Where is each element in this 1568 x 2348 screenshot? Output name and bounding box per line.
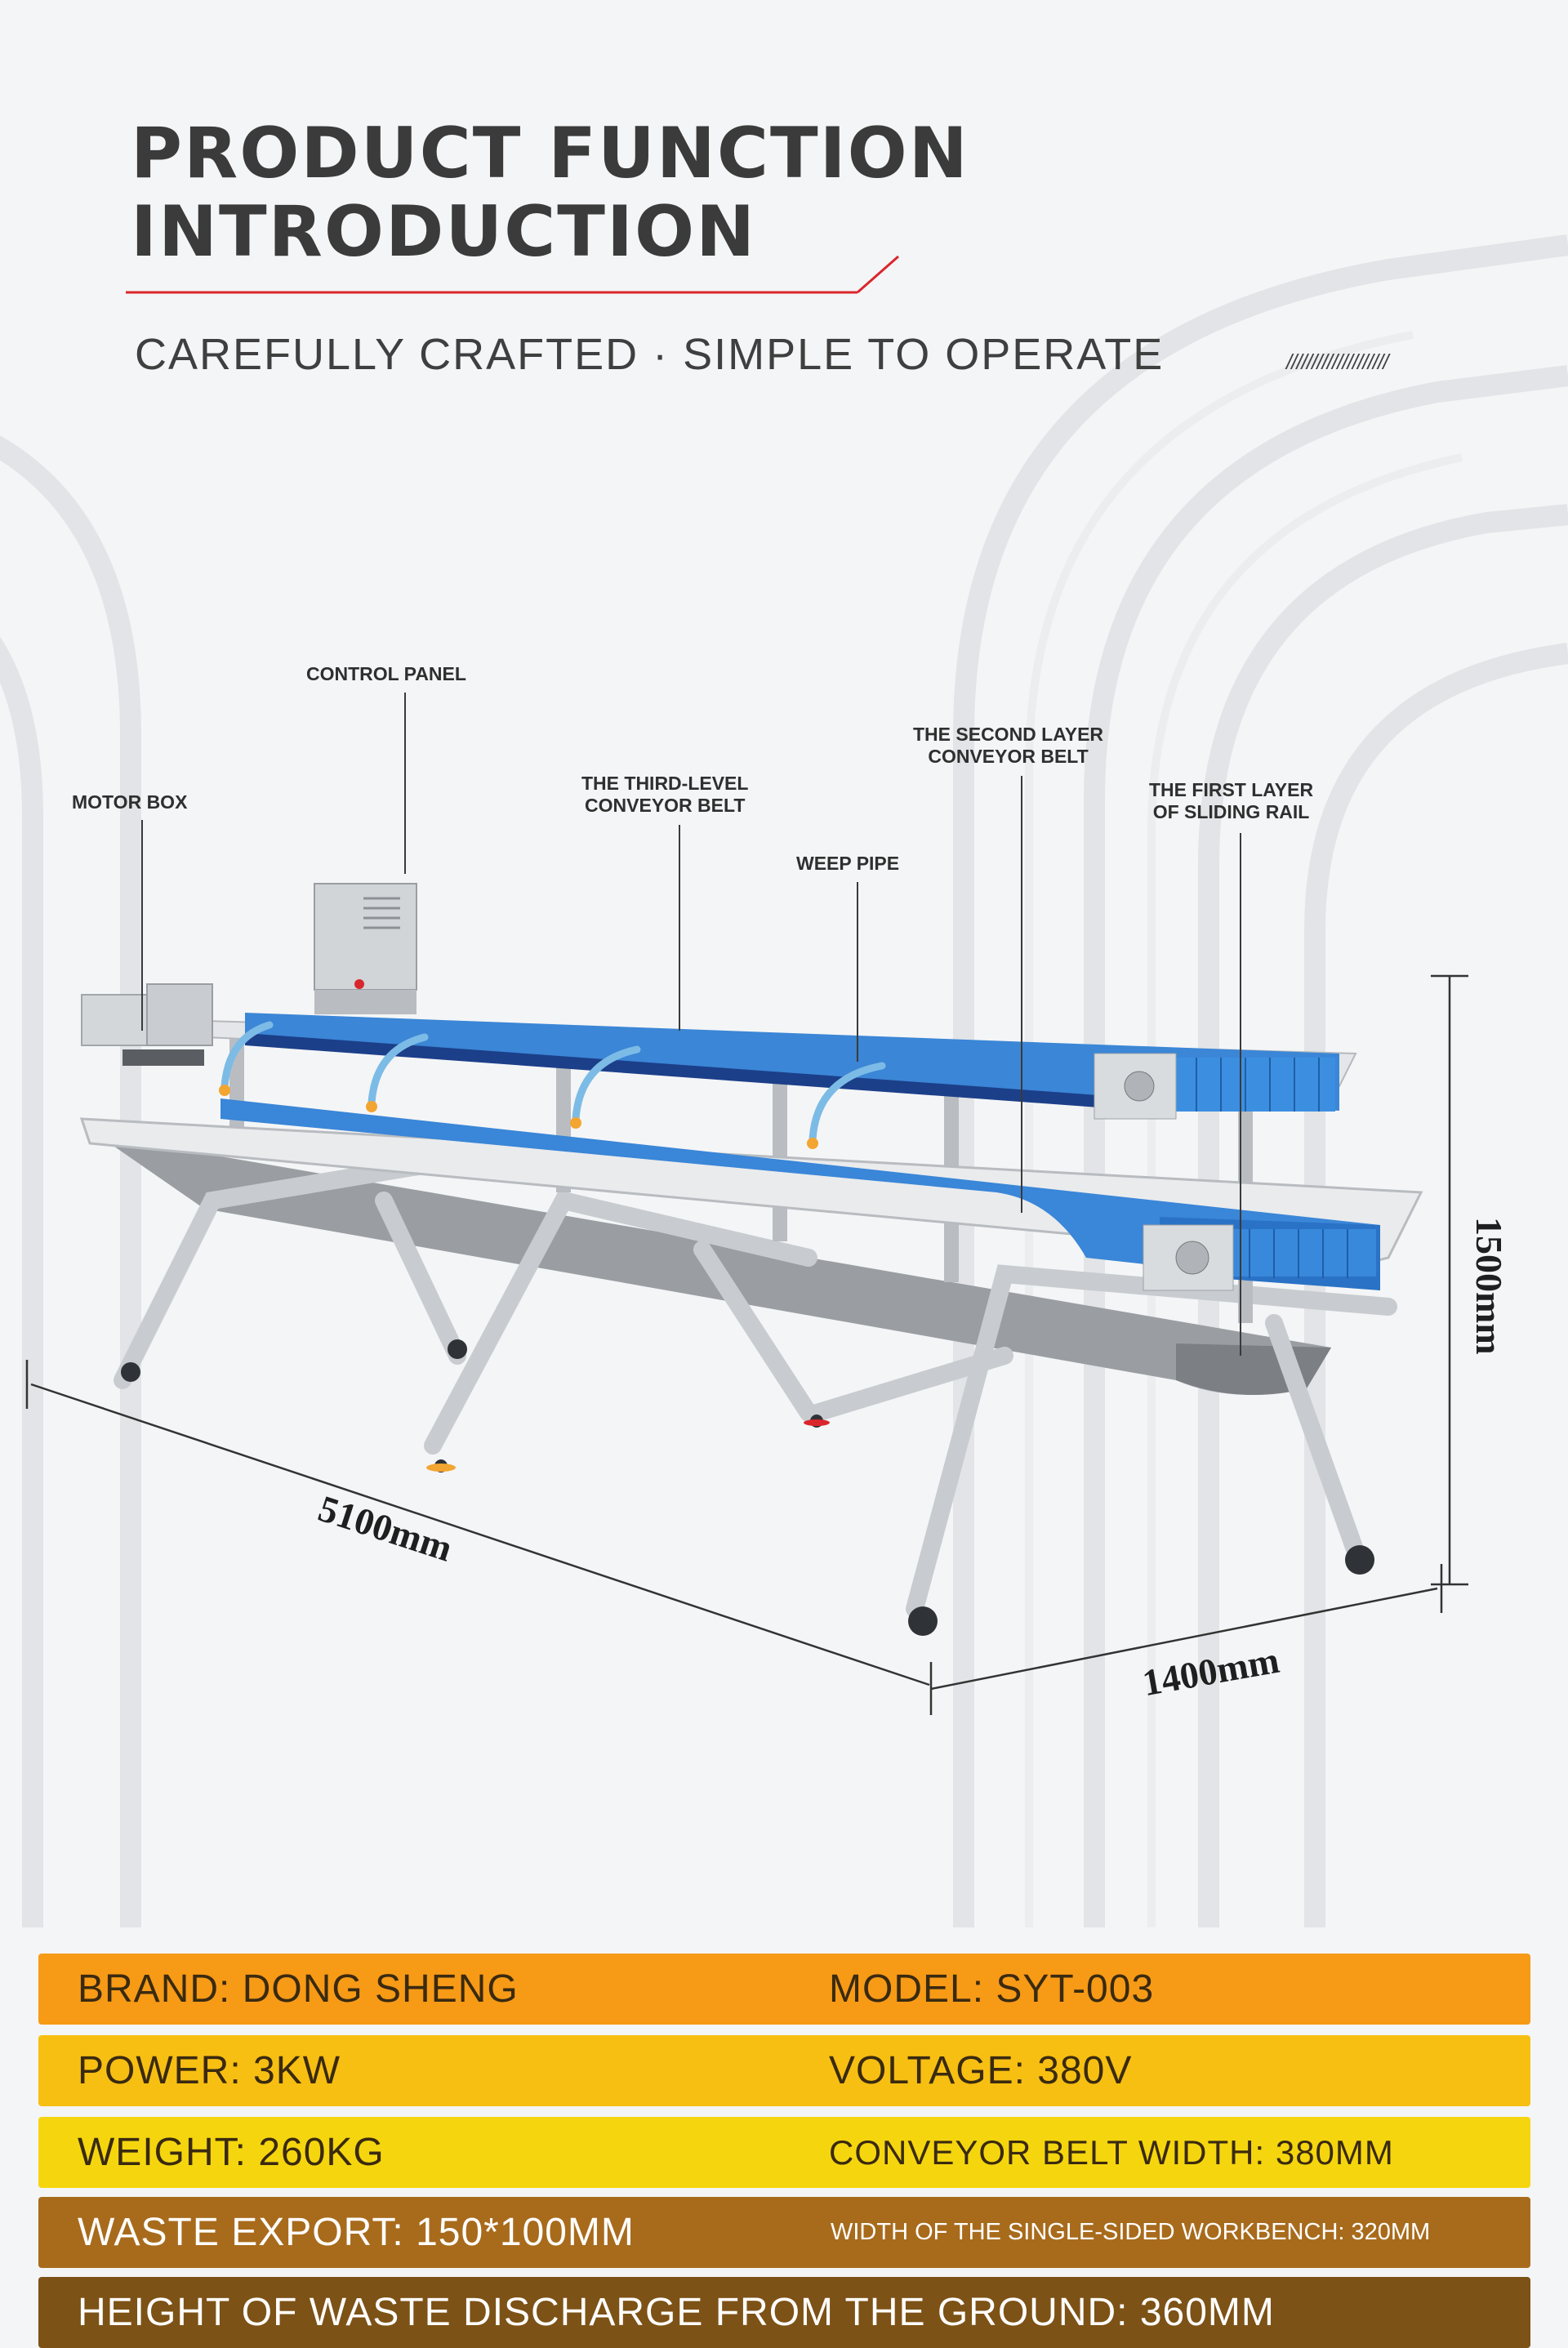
background-arcs bbox=[0, 234, 1568, 1927]
spec-power: POWER: 3KW bbox=[78, 2049, 341, 2092]
title-line-2: INTRODUCTION bbox=[131, 191, 757, 273]
spec-workbench-width: WIDTH OF THE SINGLE-SIDED WORKBENCH: 320… bbox=[831, 2219, 1431, 2245]
leader-control-panel bbox=[404, 693, 406, 874]
spec-waste-export: WASTE EXPORT: 150*100MM bbox=[78, 2211, 635, 2254]
spec-discharge-height: HEIGHT OF WASTE DISCHARGE FROM THE GROUN… bbox=[78, 2291, 1275, 2334]
title-line-1: PRODUCT FUNCTION bbox=[131, 113, 969, 194]
leader-first-layer-rail bbox=[1240, 833, 1241, 1356]
spec-row-discharge-height: HEIGHT OF WASTE DISCHARGE FROM THE GROUN… bbox=[38, 2277, 1530, 2348]
decorative-slashes: //////////////////// bbox=[1286, 350, 1388, 374]
callout-weep-pipe: WEEP PIPE bbox=[796, 853, 900, 874]
spec-brand: BRAND: DONG SHENG bbox=[78, 1967, 519, 2011]
spec-row-waste-workbench: WASTE EXPORT: 150*100MM WIDTH OF THE SIN… bbox=[38, 2197, 1530, 2268]
page-subtitle: CAREFULLY CRAFTED · SIMPLE TO OPERATE bbox=[135, 330, 1165, 379]
dimension-lines bbox=[25, 974, 1468, 1715]
leader-third-level-belt bbox=[679, 825, 680, 1031]
callout-second-layer-belt: THE SECOND LAYER CONVEYOR BELT bbox=[913, 724, 1104, 767]
spec-row-power-voltage: POWER: 3KW VOLTAGE: 380V bbox=[38, 2035, 1530, 2106]
control-panel bbox=[314, 883, 417, 991]
title-underline bbox=[126, 255, 899, 294]
leader-weep-pipe bbox=[857, 882, 858, 1062]
page-title: PRODUCT FUNCTION INTRODUCTION bbox=[131, 114, 969, 271]
spec-row-brand-model: BRAND: DONG SHENG MODEL: SYT-003 bbox=[38, 1954, 1530, 2025]
leader-second-layer-belt bbox=[1021, 776, 1022, 1213]
second-layer-belt bbox=[220, 1098, 1380, 1290]
leader-motor-box bbox=[141, 820, 143, 1031]
callout-motor-box: MOTOR BOX bbox=[72, 791, 188, 813]
spec-voltage: VOLTAGE: 380V bbox=[829, 2049, 1133, 2092]
callout-control-panel: CONTROL PANEL bbox=[306, 663, 466, 684]
callout-first-layer-rail: THE FIRST LAYER OF SLIDING RAIL bbox=[1149, 779, 1314, 822]
support-frame bbox=[114, 1151, 1397, 1618]
spec-weight: WEIGHT: 260KG bbox=[78, 2131, 385, 2174]
dimension-height: 1500mm bbox=[1468, 1217, 1510, 1355]
callout-third-level-belt: THE THIRD-LEVEL CONVEYOR BELT bbox=[581, 773, 749, 816]
conveyor-workbench-illustration bbox=[25, 883, 1468, 1715]
third-level-belt bbox=[245, 1013, 1339, 1111]
caster-wheels bbox=[121, 1339, 1374, 1636]
spec-row-weight-belt: WEIGHT: 260KG CONVEYOR BELT WIDTH: 380MM bbox=[38, 2117, 1530, 2188]
weep-pipes bbox=[220, 1021, 886, 1143]
spec-belt-width: CONVEYOR BELT WIDTH: 380MM bbox=[829, 2133, 1394, 2172]
spec-model: MODEL: SYT-003 bbox=[829, 1967, 1155, 2011]
